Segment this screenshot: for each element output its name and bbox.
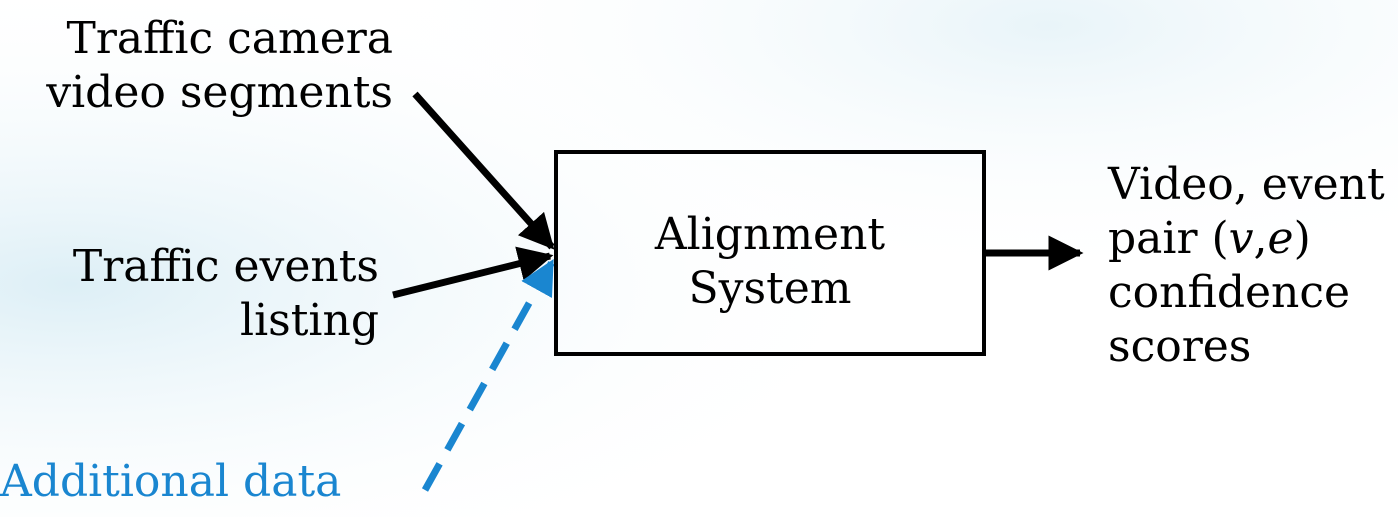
output-label: Video, event pair (v,e) confidence score… <box>1108 158 1398 374</box>
system-label-line-1: Alignment <box>654 209 886 260</box>
output-var-v: v <box>1228 213 1254 264</box>
camera-label-line-2: video segments <box>46 67 393 118</box>
camera-input-label: Traffic camera video segments <box>0 12 393 120</box>
system-label-line-2: System <box>688 263 852 314</box>
output-label-line-1: Video, event <box>1108 159 1385 210</box>
additional-data-label: Additional data <box>0 455 400 509</box>
output-pair-prefix: pair ( <box>1108 213 1229 264</box>
additional-label-line-1: Additional data <box>0 456 342 507</box>
output-pair-comma: , <box>1253 213 1268 264</box>
output-pair-suffix: ) <box>1293 213 1311 264</box>
events-input-label: Traffic events listing <box>0 240 379 348</box>
additional-to-system-arrow <box>421 258 556 492</box>
events-to-system-arrow <box>392 246 554 299</box>
camera-to-system-arrow <box>412 91 555 250</box>
output-label-line-3: confidence <box>1108 267 1351 318</box>
output-label-line-2: pair (v,e) <box>1108 212 1398 266</box>
alignment-system-label: Alignment System <box>556 208 984 316</box>
events-label-line-1: Traffic events <box>72 241 379 292</box>
output-var-e: e <box>1267 213 1294 264</box>
camera-label-line-1: Traffic camera <box>66 13 393 64</box>
output-label-line-4: scores <box>1108 321 1252 372</box>
events-label-line-2: listing <box>240 295 379 346</box>
